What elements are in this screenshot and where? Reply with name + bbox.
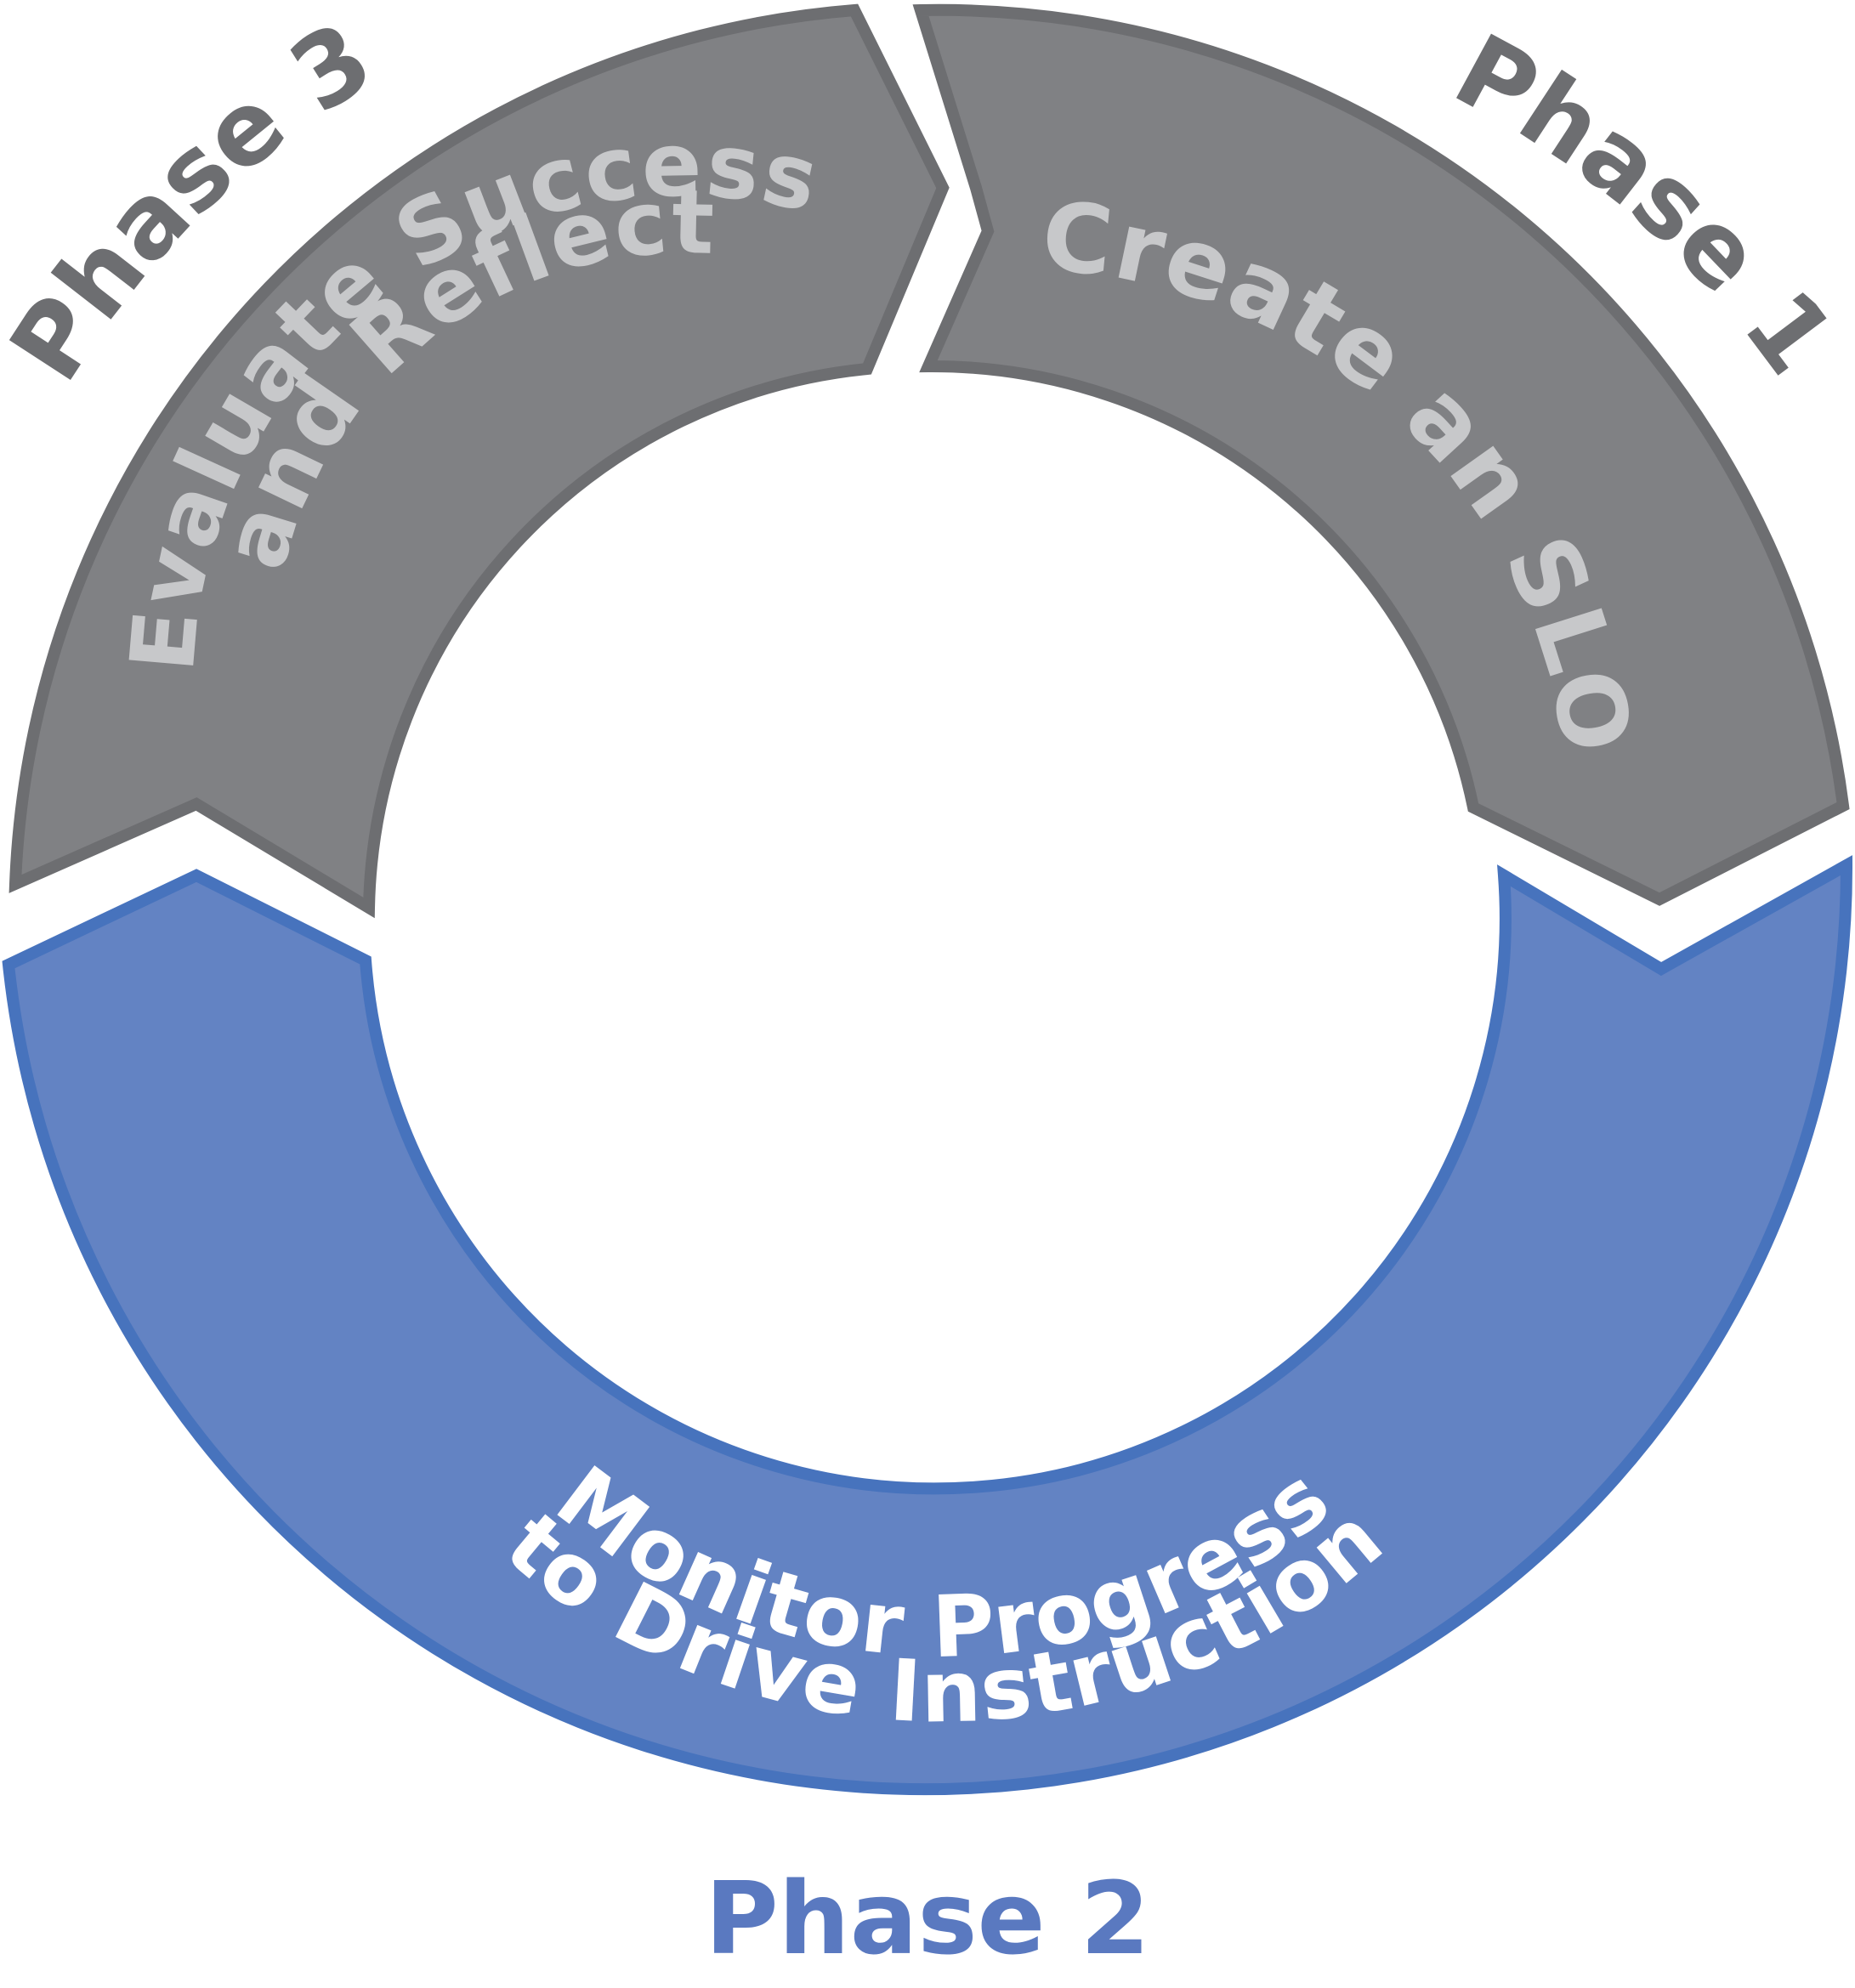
segment-phase-1-shape (912, 3, 1850, 906)
segment-phase-1 (912, 3, 1850, 906)
phase-2-label: Phase 2 (705, 1860, 1150, 1977)
segment-phase-3 (9, 3, 950, 919)
segment-phase-2 (2, 855, 1853, 1796)
segment-phase-3-shape (9, 3, 950, 919)
segment-phase-2-shape (2, 855, 1853, 1796)
